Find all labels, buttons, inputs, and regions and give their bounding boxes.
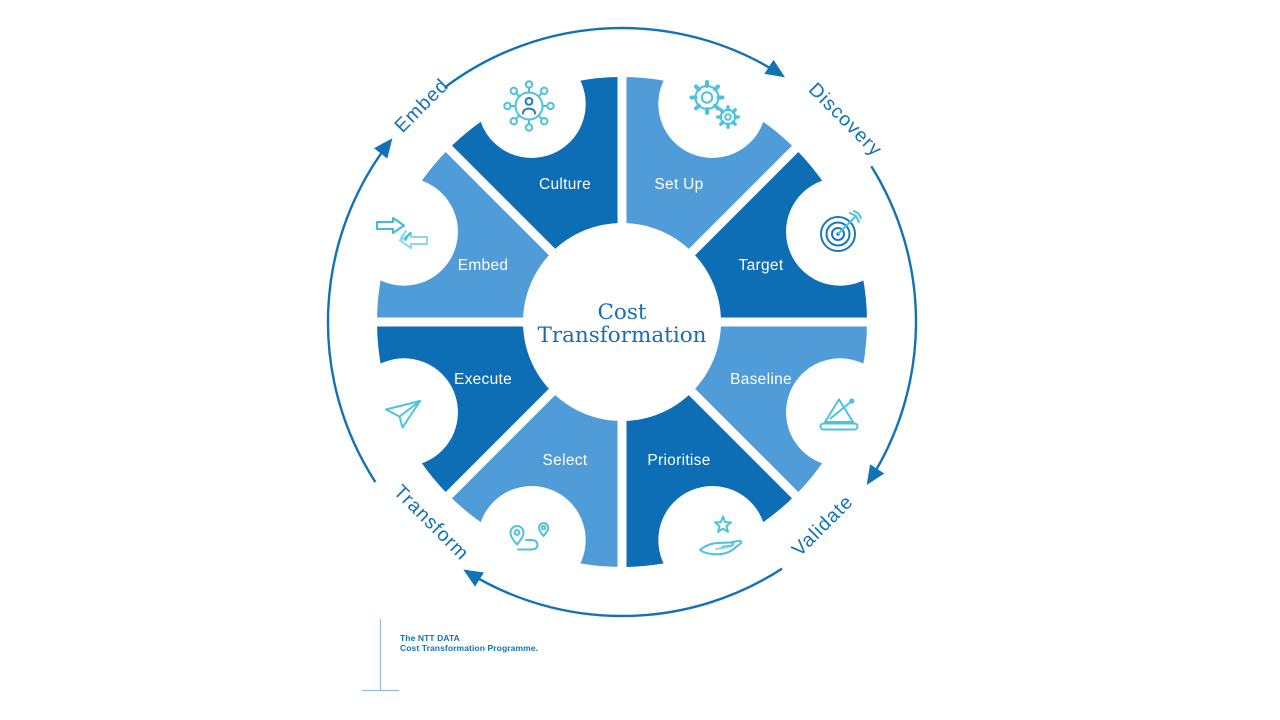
footer-caption-line1: The NTT DATA xyxy=(400,633,460,643)
triangle-icon xyxy=(819,398,859,431)
cycle-arc-bottom xyxy=(463,567,783,618)
segment-label-execute: Execute xyxy=(454,371,512,388)
segment-label-baseline: Baseline xyxy=(730,371,792,388)
swap-arrows-icon xyxy=(376,217,428,249)
footer: The NTT DATA Cost Transformation Program… xyxy=(362,619,538,692)
segment-label-select: Select xyxy=(543,452,588,469)
route-pins-icon xyxy=(509,522,550,551)
phase-label-validate: Validate xyxy=(788,491,858,561)
gears-icon xyxy=(689,80,740,129)
segment-labels: Culture Set Up Target Baseline Prioritis… xyxy=(454,176,792,469)
cycle-arc-top xyxy=(444,26,785,89)
center-title-line1: Cost xyxy=(597,300,646,325)
segment-label-culture: Culture xyxy=(539,176,591,193)
people-network-icon xyxy=(503,80,555,132)
segment-label-target: Target xyxy=(739,257,784,274)
dartboard-icon xyxy=(820,210,862,252)
hand-star-icon xyxy=(699,515,743,556)
phase-label-discovery: Discovery xyxy=(804,79,886,161)
phase-label-embed: Embed xyxy=(390,74,453,137)
cycle-arc-right xyxy=(866,165,918,485)
footer-caption-line2: Cost Transformation Programme. xyxy=(400,643,538,653)
cycle-arrows xyxy=(326,26,918,618)
cycle-arc-left xyxy=(326,138,393,483)
segment-label-embed: Embed xyxy=(458,257,509,274)
center-title-line2: Transformation xyxy=(537,323,706,348)
segment-label-prioritise: Prioritise xyxy=(647,452,710,469)
center-hub xyxy=(523,223,721,421)
segment-label-set-up: Set Up xyxy=(654,176,703,193)
paper-plane-icon xyxy=(385,400,421,429)
